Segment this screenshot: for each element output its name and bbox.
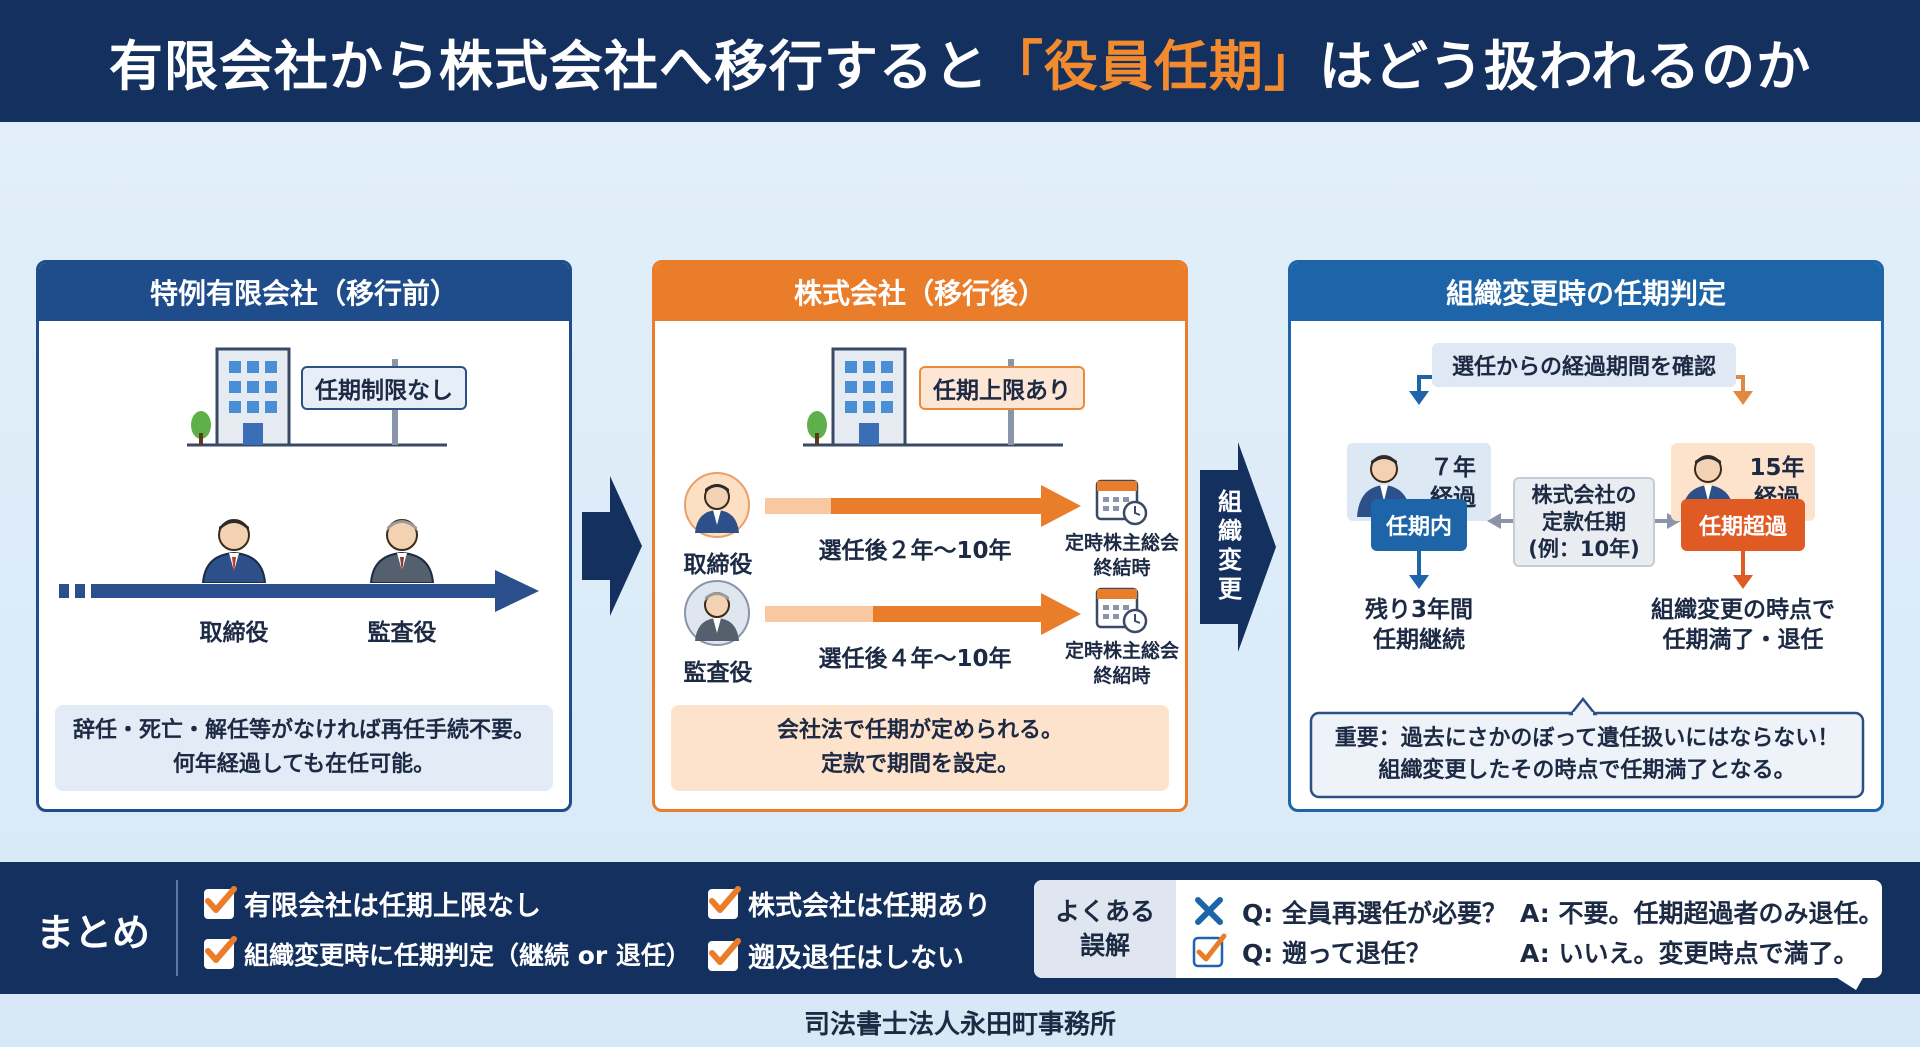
director-avatar-icon (684, 472, 750, 538)
footer-firm-name: 司法書士法人永田町事務所 (803, 1010, 1116, 1040)
summary-divider (176, 880, 178, 976)
panel-special-limited-company: 特例有限会社（移行前） 任期制限なし 取締役 監査役 (36, 260, 572, 812)
director-label: 取締役 (199, 620, 269, 646)
checkmark-icon (204, 885, 237, 919)
header-bar: 有限会社から株式会社へ移行すると「役員任期」はどう扱われるのか (0, 0, 1920, 122)
page-title: 有限会社から株式会社へ移行すると「役員任期」はどう扱われるのか (108, 34, 1812, 98)
summary-item-2: 株式会社は任期あり (708, 884, 991, 923)
term-exceeded-result: 組織変更の時点で 任期満了・退任 (1651, 597, 1835, 653)
panel2-note: 会社法で任期が定められる。 定款で期間を設定。 (671, 705, 1169, 791)
term-limit-sign: 任期上限あり (919, 366, 1085, 410)
panel-title: 株式会社（移行後） (655, 263, 1185, 321)
checkmark-icon (708, 885, 741, 919)
panel-term-determination: 組織変更時の任期判定 選任からの経過期間を確認 ７年 経過 株式会社の 定款任期… (1288, 260, 1884, 812)
auditor-avatar-icon (684, 580, 750, 646)
check-icon (1192, 933, 1227, 968)
term-exceeded-badge: 任期超過 (1681, 499, 1805, 551)
check-elapsed-period: 選任からの経過期間を確認 (1432, 343, 1736, 387)
auditor-label: 監査役 (367, 620, 437, 646)
timeline-arrow (59, 570, 539, 612)
director-avatar-icon (201, 519, 267, 583)
important-callout-bubble (1309, 696, 1865, 799)
no-term-limit-sign: 任期制限なし (301, 366, 467, 410)
within-term-result: 残り3年間 任期継続 (1364, 597, 1473, 653)
articles-term-box: 株式会社の 定款任期 (例：10年) (1513, 477, 1655, 567)
checkmark-icon (708, 937, 741, 971)
misconception-a2: A: いいえ。変更時点で満了。 (1520, 939, 1859, 968)
director-term-arrow (765, 485, 1081, 527)
director-term-end: 定時株主総会 終結時 (1064, 532, 1179, 579)
summary-title: まとめ (36, 911, 151, 955)
calendar-clock-icon (1095, 587, 1148, 634)
panel-stock-company: 株式会社（移行後） 任期上限あり 取締役 選任後２年〜10年 定 (652, 260, 1188, 812)
director-term-range: 選任後２年〜10年 (818, 538, 1012, 564)
auditor-term-range: 選任後４年〜10年 (818, 646, 1012, 672)
organizational-change-arrow (1200, 442, 1276, 652)
director-label: 取締役 (683, 552, 753, 578)
misconceptions-tag: よくある 誤解 (1034, 880, 1176, 978)
misconception-a1: A: 不要。任期超過者のみ退任。 (1520, 899, 1884, 928)
panel-title: 特例有限会社（移行前） (39, 263, 569, 321)
panel-title: 組織変更時の任期判定 (1291, 263, 1881, 321)
misconception-q1: Q: 全員再選任が必要？ (1242, 899, 1507, 928)
calendar-clock-icon (1095, 479, 1148, 526)
summary-item-3: 組織変更時に任期判定（継続 or 退任） (204, 936, 691, 972)
misconceptions-box: よくある 誤解 Q: 全員再選任が必要？ A: 不要。任期超過者のみ退任。 Q:… (1034, 880, 1884, 990)
misconception-q2: Q: 遡って退任？ (1242, 939, 1431, 968)
important-note: 重要：過去にさかのぼって遺任扱いにはならない！ 組織変更したその時点で任期満了と… (1334, 726, 1840, 783)
bubble-tail (1834, 976, 1864, 990)
checkmark-icon (204, 936, 237, 969)
auditor-term-arrow (765, 593, 1081, 635)
summary-item-4: 遡及退任はしない (708, 936, 964, 975)
auditor-term-end: 定時株主総会 終紹時 (1064, 640, 1179, 687)
seven-years-label: ７年 経過 (1430, 455, 1476, 511)
title-highlight: 「役員任期」 (988, 34, 1319, 98)
cross-icon (1195, 897, 1223, 925)
organizational-change-label: 組 織 変 更 (1218, 488, 1242, 603)
within-term-badge: 任期内 (1371, 499, 1467, 551)
summary-item-1: 有限会社は任期上限なし (204, 884, 541, 923)
panel1-note: 辞任・死亡・解任等がなければ再任手続不要。 何年経過しても在任可能。 (55, 705, 553, 791)
building-icon (803, 347, 1063, 447)
auditor-label: 監査役 (683, 660, 753, 686)
transition-arrow-1 (582, 476, 642, 616)
auditor-avatar-icon (369, 519, 435, 583)
